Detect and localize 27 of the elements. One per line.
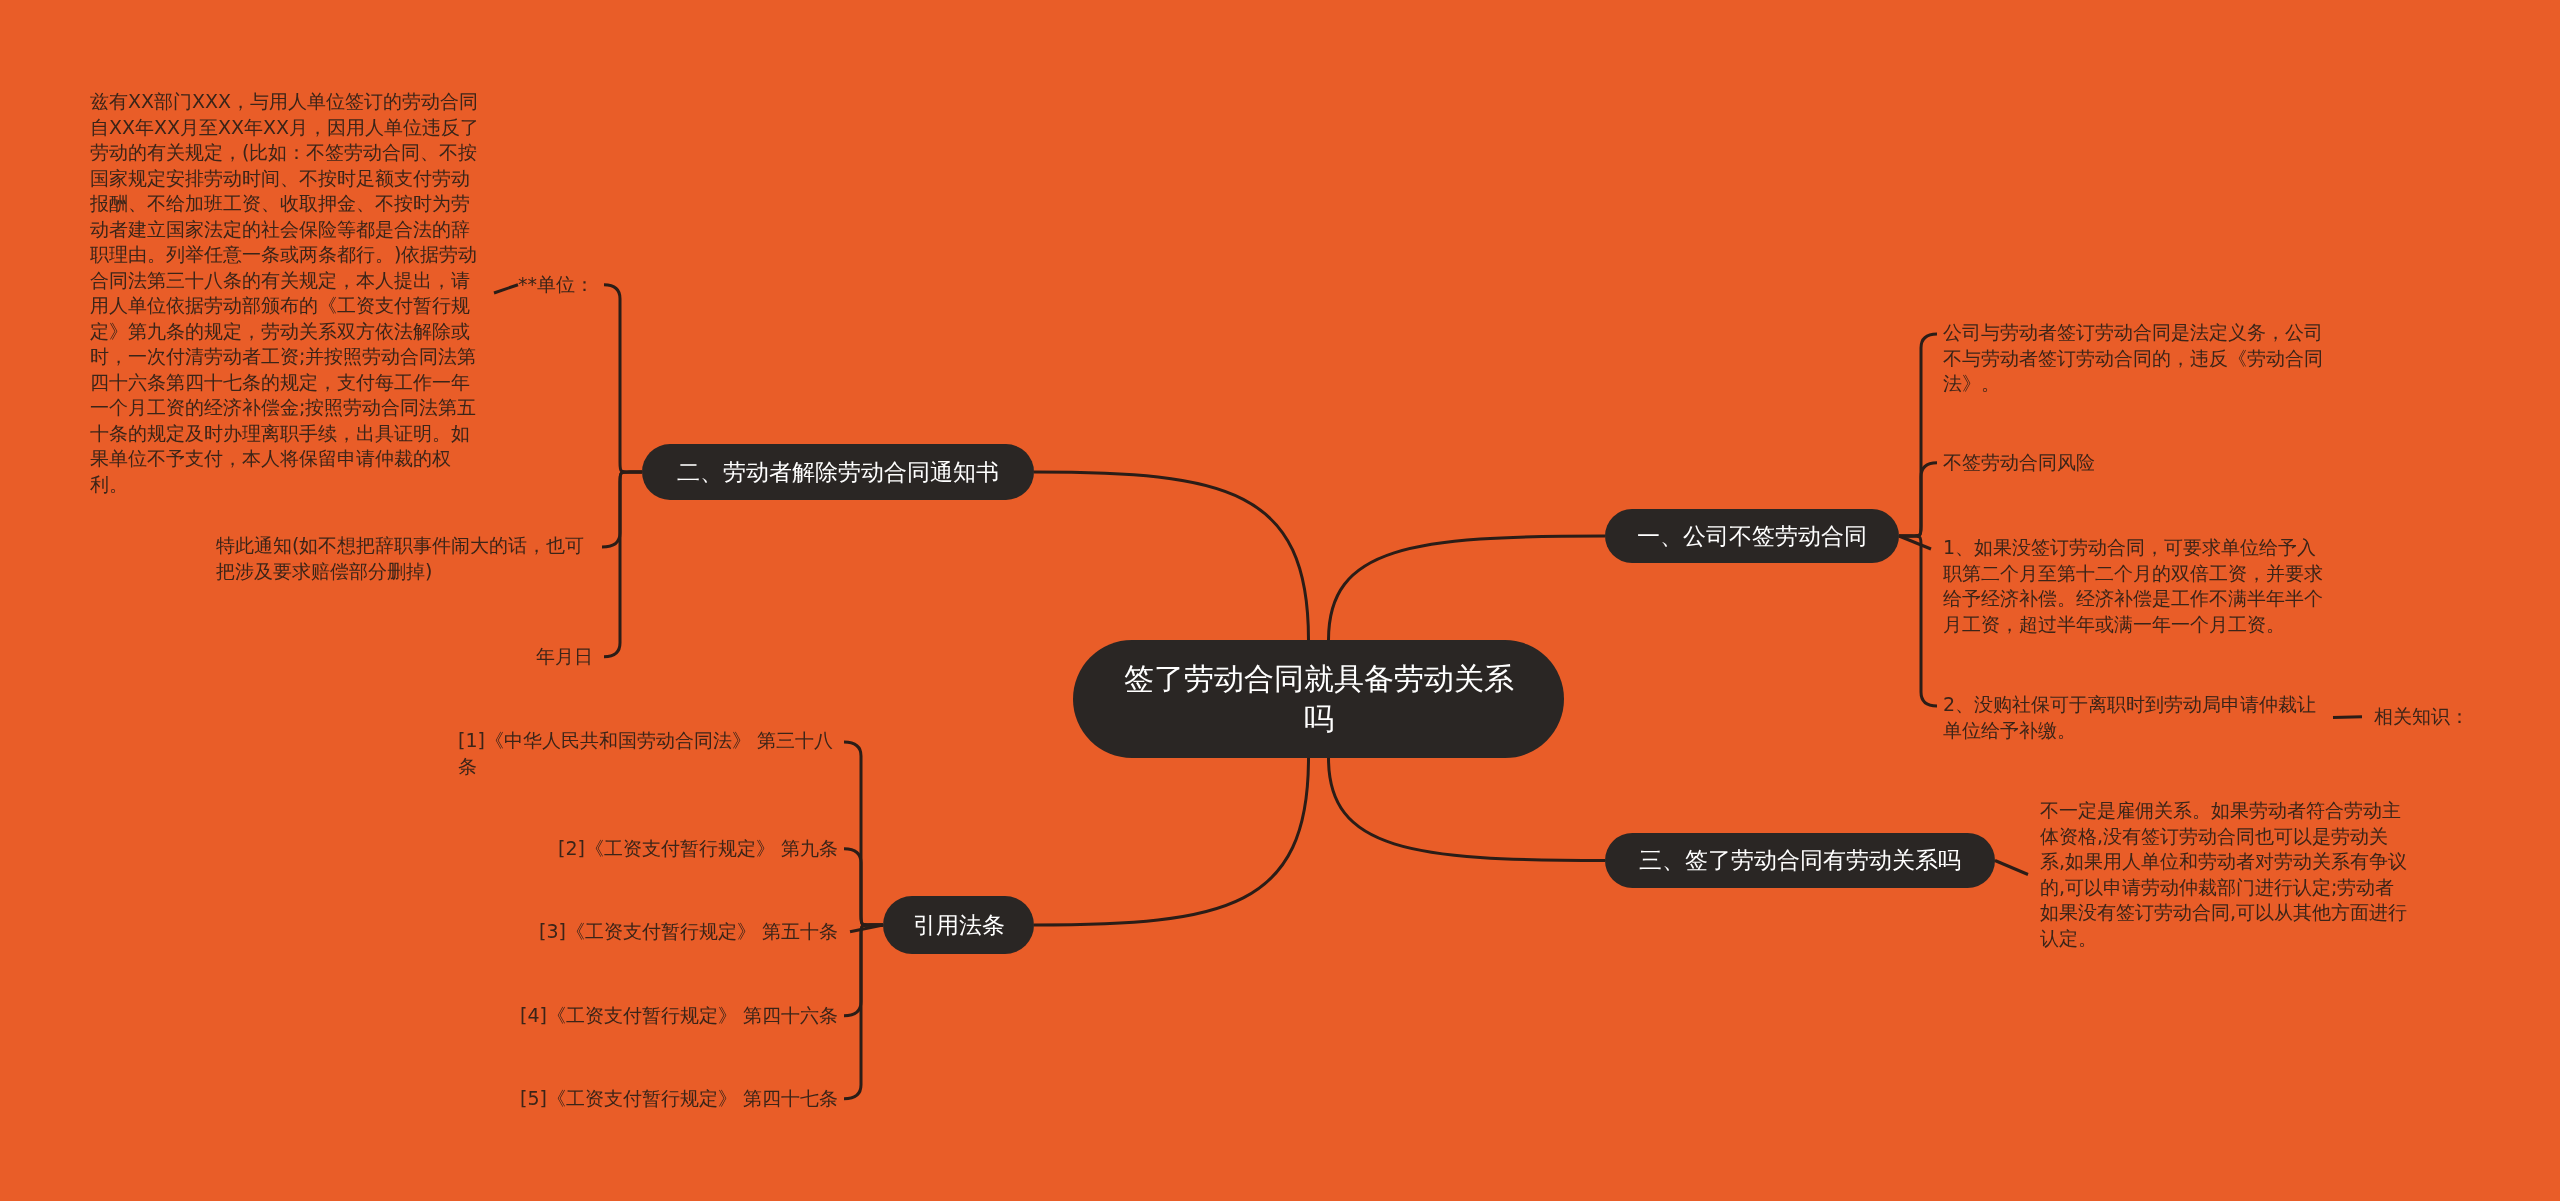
topic-text: 年月日 — [536, 644, 598, 670]
topic-text: 兹有XX部门XXX，与用人单位签订的劳动合同自XX年XX月至XX年XX月，因用人单位违反了劳动的有关规定，(比如：不签劳动合同、不按国家规定安排劳动时间、不按时足额支付劳动报酬、不给加班工资、收取押金、不按时为劳动者建立国家法定的社会保险等都是合法的辞职理由。列举任意一条或两条都行。)依据劳动合同法第三十八条的有关规定，本人提出，请用人单位依据劳动部颁布的《工资支付暂行规定》第九条的规定，劳动关系双方依法解除或时，一次付清劳动者工资;并按照劳动合同法第四十六条第四十七条的规定，支付每工作一年一个月工资的经济补偿金;按照劳动合同法第五十条的规定及时办理离职手续，出具证明。如果单位不予支付，本人将保留申请仲裁的权利。 — [90, 89, 482, 497]
topic-text: [5]《工资支付暂行规定》 第四十七条 — [458, 1086, 838, 1112]
connector-line — [493, 283, 519, 295]
connector-line — [2332, 715, 2363, 719]
topic-text: **单位： — [518, 272, 598, 298]
connector-line — [1034, 757, 1310, 927]
topic-text: 2、没购社保可于离职时到劳动局申请仲裁让单位给予补缴。 — [1943, 692, 2333, 743]
connector-line — [1327, 757, 1605, 862]
topic-text: 不签劳动合同风险 — [1943, 450, 2333, 476]
topic-box: 一、公司不签劳动合同 — [1605, 509, 1899, 563]
topic-text: [2]《工资支付暂行规定》 第九条 — [458, 836, 838, 862]
topic-text: 特此通知(如不想把辞职事件闹大的话，也可把涉及要求赔偿部分删掉) — [216, 533, 596, 584]
topic-box: 二、劳动者解除劳动合同通知书 — [642, 444, 1034, 500]
topic-text: [1]《中华人民共和国劳动合同法》 第三十八条 — [458, 728, 838, 779]
topic-text: 不一定是雇佣关系。如果劳动者符合劳动主体资格,没有签订劳动合同也可以是劳动关系,如果用人单位和劳动者对劳动关系有争议的,可以申请劳动仲裁部门进行认定;劳动者如果没有签订劳动合同,可以从其他方面进行认定。 — [2040, 798, 2410, 951]
topic-box: 三、签了劳动合同有劳动关系吗 — [1605, 833, 1995, 888]
connector-line — [1034, 470, 1310, 641]
topic-text: [3]《工资支付暂行规定》 第五十条 — [458, 919, 838, 945]
topic-box: 引用法条 — [883, 896, 1034, 954]
connector-line — [1994, 859, 2029, 876]
connector-line — [1327, 534, 1605, 641]
topic-text: 1、如果没签订劳动合同，可要求单位给予入职第二个月至第十二个月的双倍工资，并要求给予经济补偿。经济补偿是工作不满半年半个月工资，超过半年或满一年一个月工资。 — [1943, 535, 2333, 637]
central-topic: 签了劳动合同就具备劳动关系吗 — [1073, 640, 1564, 758]
topic-text: 公司与劳动者签订劳动合同是法定义务，公司不与劳动者签订劳动合同的，违反《劳动合同法》。 — [1943, 320, 2333, 397]
topic-text: 相关知识： — [2374, 704, 2514, 730]
topic-text: [4]《工资支付暂行规定》 第四十六条 — [458, 1003, 838, 1029]
